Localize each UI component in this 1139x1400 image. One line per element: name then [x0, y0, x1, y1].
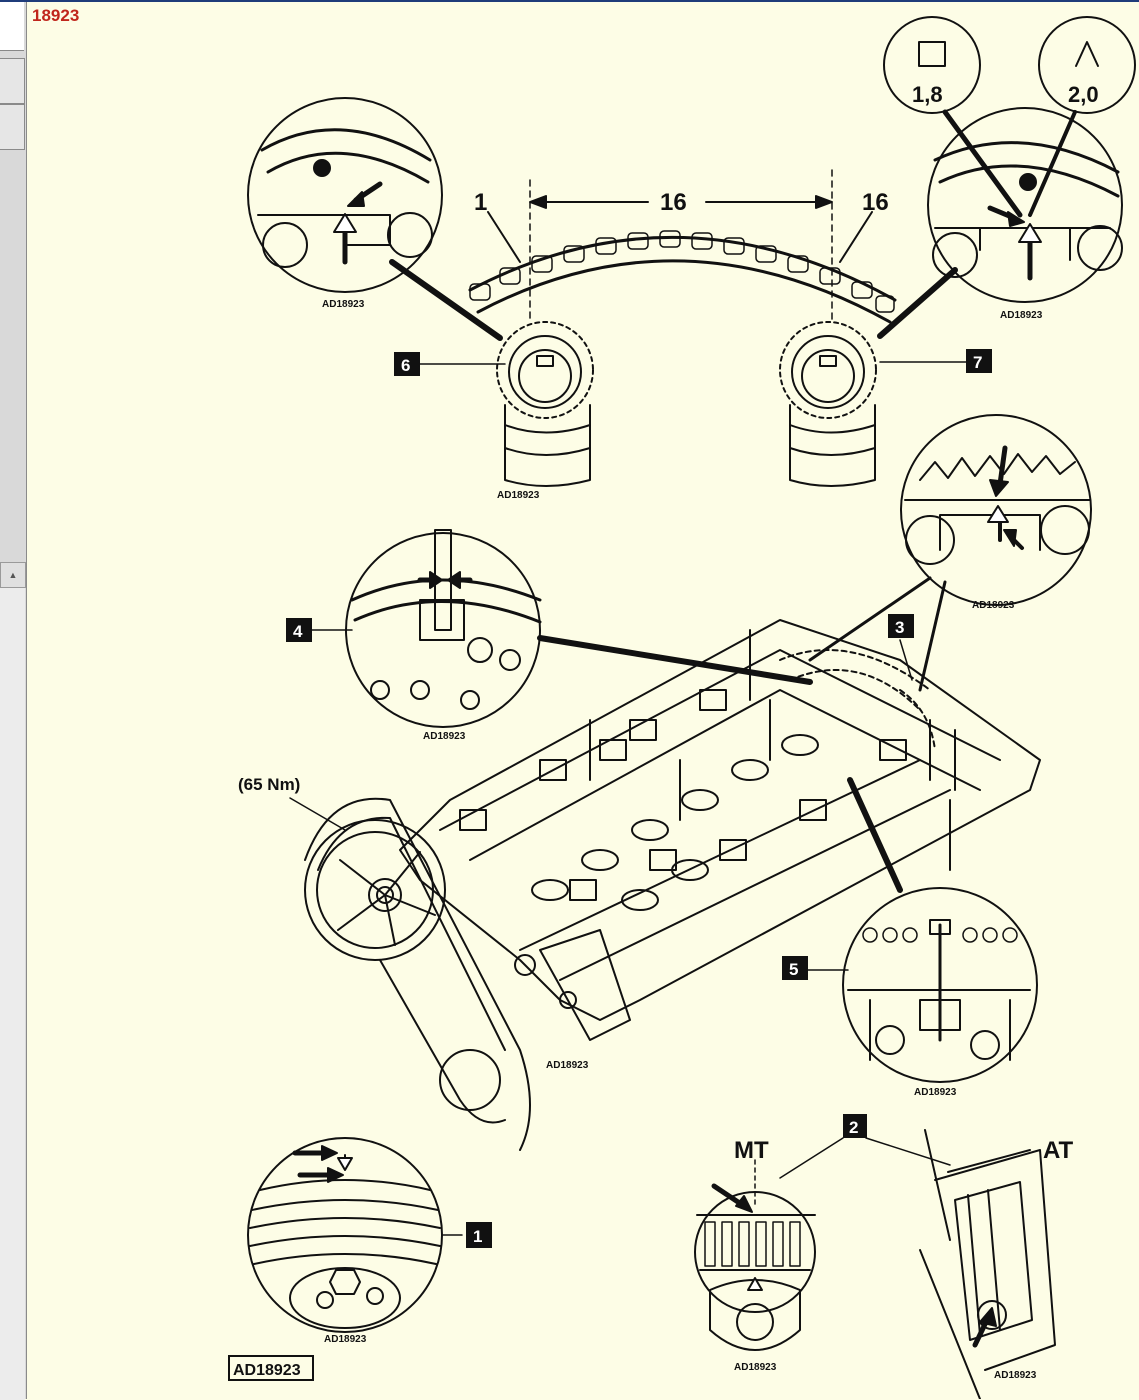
subfigure-code: AD18923 [1000, 310, 1043, 321]
panel-scrollbar[interactable] [0, 562, 25, 1400]
panel-button-2[interactable] [0, 104, 25, 150]
subfigure-code: AD18923 [994, 1370, 1037, 1381]
callout-3: 3 [888, 614, 914, 638]
callout-5: 5 [782, 956, 808, 980]
svg-text:3: 3 [895, 618, 904, 637]
figure-code-box [228, 1355, 314, 1381]
subfigure-code: AD18923 [497, 490, 540, 501]
panel-header [0, 2, 24, 51]
subfigure-code: AD18923 [972, 600, 1015, 611]
svg-text:2: 2 [849, 1118, 858, 1137]
scroll-up-arrow-icon[interactable]: ▲ [0, 562, 26, 588]
subfigure-code: AD18923 [914, 1087, 957, 1098]
callout-4: 4 [286, 618, 312, 642]
transmission-automatic-label: AT [1043, 1137, 1074, 1164]
transmission-manual-label: MT [734, 1137, 769, 1164]
panel-button-1[interactable] [0, 58, 25, 104]
svg-text:6: 6 [401, 356, 410, 375]
figure-code: AD18923 [233, 1362, 301, 1379]
subfigure-code: AD18923 [734, 1362, 777, 1373]
engine-variant-right-value: 2,0 [1068, 82, 1099, 107]
document-id: 18923 [32, 6, 80, 25]
subfigure-code: AD18923 [322, 299, 365, 310]
callout-1: 1 [466, 1222, 492, 1248]
callout-7: 7 [966, 349, 992, 373]
engine-variant-left-value: 1,8 [912, 82, 943, 107]
subfigure-code: AD18923 [546, 1060, 589, 1071]
svg-text:5: 5 [789, 960, 798, 979]
callout-2: 2 [843, 1114, 867, 1138]
subfigure-code: AD18923 [324, 1334, 367, 1345]
torque-label: (65 Nm) [238, 775, 300, 794]
subfigure-code: AD18923 [423, 731, 466, 742]
dimension-label-chain-right: 16 [862, 189, 889, 216]
svg-text:4: 4 [293, 622, 303, 641]
dimension-label-chain-left: 1 [474, 189, 487, 216]
dimension-label-chain-mid: 16 [660, 189, 687, 216]
svg-text:7: 7 [973, 353, 982, 372]
window-top-border [0, 0, 1139, 2]
callout-6: 6 [394, 352, 420, 376]
left-navigation-panel: ▲ [0, 2, 27, 1400]
svg-text:1: 1 [473, 1227, 482, 1246]
